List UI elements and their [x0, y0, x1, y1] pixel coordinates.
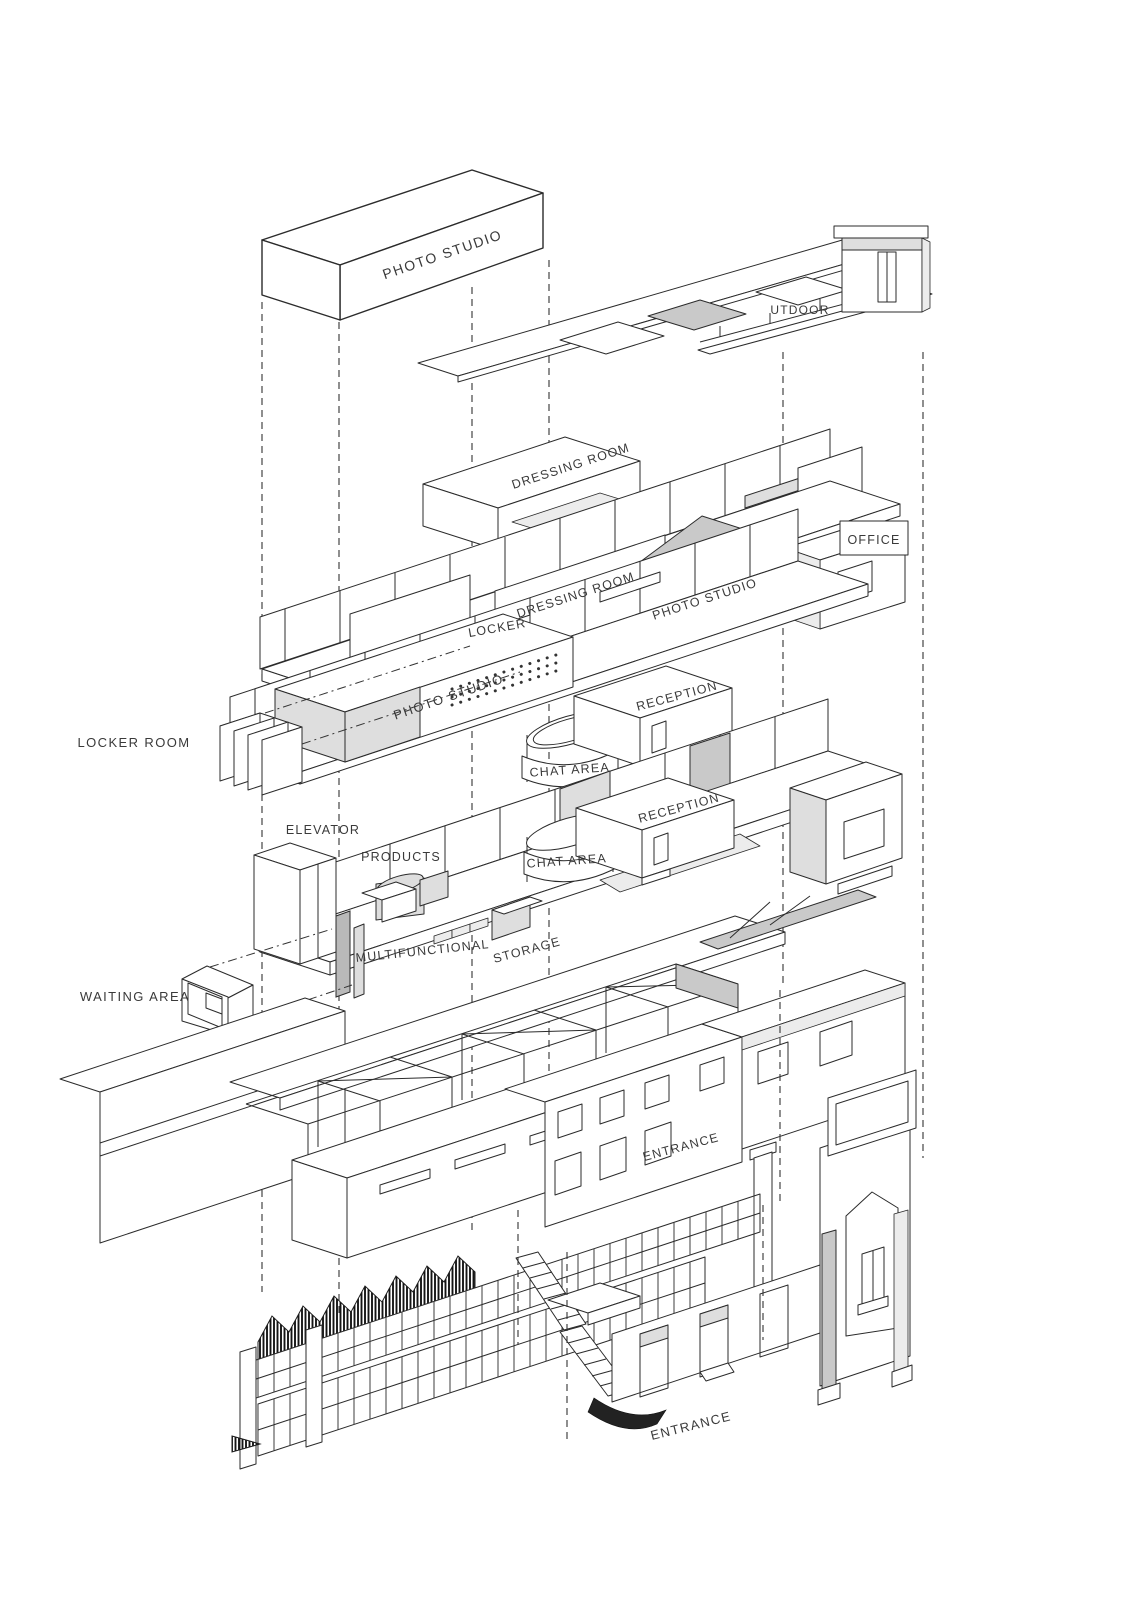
sign-panel [827, 1069, 917, 1157]
level-first-floor [181, 698, 903, 1036]
pilaster [239, 1346, 257, 1470]
label-products: PRODUCTS [361, 850, 441, 864]
pilaster [305, 1324, 323, 1448]
right-room [789, 761, 903, 895]
skylight-flap-shaded [647, 299, 747, 331]
label-chat-area-floor: CHAT AREA [526, 851, 607, 871]
locker-room-fins [219, 712, 303, 796]
skylight-flap [559, 321, 665, 355]
elevator-shaft [253, 842, 337, 965]
level-structure [59, 889, 906, 1307]
label-office: OFFICE [847, 533, 900, 547]
label-waiting-area: WAITING AREA [80, 989, 190, 1004]
label-locker-room: LOCKER ROOM [78, 735, 191, 750]
stairs-upper [515, 1251, 587, 1331]
level-second-floor [219, 508, 869, 796]
reception-box-floor [575, 777, 761, 893]
level-ground [231, 1069, 917, 1470]
storefront-band [611, 1264, 821, 1403]
office-sign [839, 520, 909, 556]
level-roof [261, 169, 933, 383]
photo-studio-dotted-volume [274, 613, 574, 763]
arched-doorway [845, 1191, 899, 1337]
projection-lines-over [517, 990, 781, 1440]
column [893, 1209, 909, 1379]
label-outdoor: UTDOOR [770, 303, 829, 317]
partition [335, 910, 351, 998]
portal-building [817, 1069, 917, 1406]
label-chat-area-upper: CHAT AREA [529, 760, 610, 780]
roof-house [833, 225, 931, 313]
label-elevator: ELEVATOR [286, 823, 360, 837]
roof-truss [699, 889, 877, 950]
column [821, 1229, 837, 1397]
entrance-facade-upper [504, 1023, 743, 1228]
ramp [587, 1397, 667, 1430]
projection-lines [261, 260, 924, 1315]
photo-studio-roof-box [261, 169, 544, 321]
